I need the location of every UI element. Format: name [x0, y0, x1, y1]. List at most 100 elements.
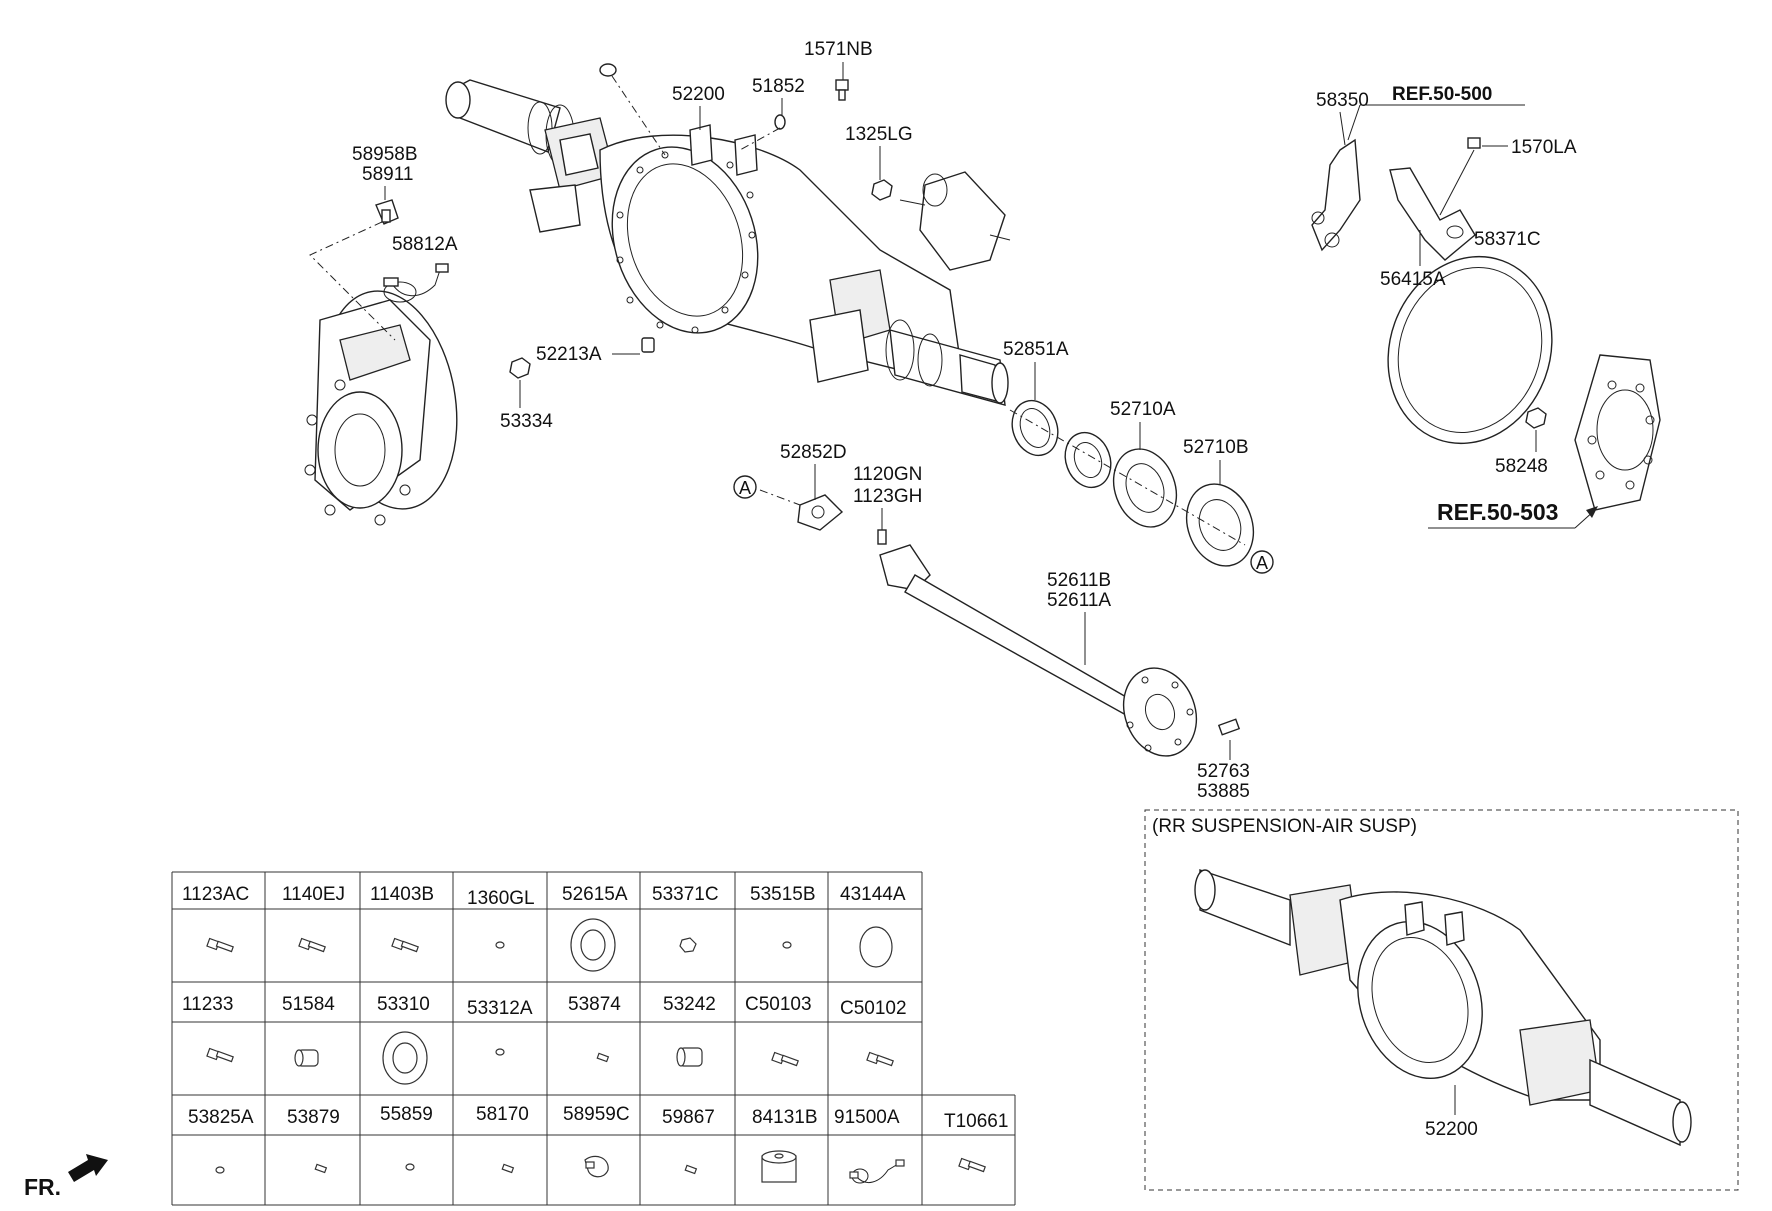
bolt-icon [206, 1047, 234, 1063]
callout-58371c: 58371C [1474, 229, 1541, 250]
callout-58911: 58911 [362, 164, 413, 185]
inset-title: (RR SUSPENSION-AIR SUSP) [1152, 816, 1417, 837]
callout-52213a: 52213A [536, 344, 602, 365]
callout-52851a: 52851A [1003, 339, 1069, 360]
marker-a-2: A [1250, 550, 1274, 574]
nut-icon [679, 937, 697, 953]
slack-adjuster [1311, 138, 1361, 252]
table-cell: 53310 [377, 994, 430, 1015]
bearing-52710b [1185, 483, 1255, 567]
hub-knuckle [1574, 354, 1661, 511]
table-cell: 53312A [467, 998, 533, 1019]
bolt-icon [298, 937, 326, 953]
table-cell: 59867 [662, 1107, 715, 1128]
ref-50-503: REF.50-503 [1437, 499, 1558, 525]
backing-plate-58371c [1387, 255, 1553, 445]
callout-52852d: 52852D [780, 442, 847, 463]
table-cell: 11403B [370, 884, 434, 905]
callout-52611a: 52611A [1047, 590, 1111, 611]
pin-icon [596, 1052, 610, 1063]
nut-icon [495, 941, 505, 949]
bearing-icon [570, 918, 616, 972]
bearing-icon [382, 1031, 428, 1085]
callout-1123gh: 1123GH [853, 486, 922, 507]
table-cell: 1360GL [467, 888, 535, 909]
brake-chamber [899, 171, 1011, 271]
vent-plug-top [599, 63, 617, 77]
seal-52851a [1011, 399, 1059, 457]
pin-icon [684, 1164, 698, 1175]
callout-52763: 52763 [1197, 761, 1250, 782]
o-ring-icon [859, 926, 893, 968]
table-cell: 91500A [834, 1107, 900, 1128]
bracket-56415a [1389, 167, 1476, 261]
callouts: 1571NB 52200 51852 1325LG 58958B 58911 5… [352, 39, 1598, 802]
callout-52611b: 52611B [1047, 570, 1111, 591]
callout-1120gn: 1120GN [853, 464, 922, 485]
table-cell: 53825A [188, 1107, 254, 1128]
bearing-52710a [1112, 448, 1178, 528]
nut-icon [405, 1163, 415, 1171]
table-cell: 11233 [182, 994, 233, 1015]
nut-icon [215, 1166, 225, 1174]
callout-58350: 58350 [1316, 90, 1369, 111]
bolt-1571nb [835, 79, 849, 101]
callout-53885: 53885 [1197, 781, 1250, 802]
callout-1571nb: 1571NB [804, 39, 873, 60]
callout-52200: 52200 [672, 84, 725, 105]
table-cell: 58959C [563, 1104, 630, 1125]
parts-table: 1123AC 1140EJ 11403B 1360GL 52615A 53371… [171, 871, 1016, 1206]
table-cell: 1123AC [182, 884, 249, 905]
table-cell: 1140EJ [282, 884, 345, 905]
pin-icon [501, 1163, 515, 1174]
axle-shaft [797, 494, 1241, 757]
table-cell: 84131B [752, 1107, 818, 1128]
bolt-icon [866, 1051, 894, 1067]
table-cell: 58170 [476, 1104, 529, 1125]
nut-icon [495, 1048, 505, 1056]
svg-text:A: A [739, 478, 751, 498]
nut-53334 [509, 357, 531, 379]
washer-51852 [774, 114, 786, 130]
bolt-icon [958, 1157, 986, 1173]
callout-51852: 51852 [752, 76, 805, 97]
inset-callout-52200: 52200 [1425, 1119, 1478, 1140]
callout-1325lg: 1325LG [845, 124, 913, 145]
front-label: FR. [24, 1174, 61, 1200]
plug-52213a [641, 337, 655, 353]
nut-icon [782, 941, 792, 949]
nut-1325lg [871, 179, 893, 201]
table-cell: 53242 [663, 994, 716, 1015]
table-cell: 53879 [287, 1107, 340, 1128]
bolt-1570la [1467, 137, 1481, 149]
nut-58248 [1525, 407, 1547, 429]
callout-52710a: 52710A [1110, 399, 1176, 420]
table-cell: 52615A [562, 884, 628, 905]
bushing-icon [676, 1047, 703, 1067]
svg-text:A: A [1256, 553, 1268, 573]
table-cell: 53874 [568, 994, 621, 1015]
table-cell: 53371C [652, 884, 719, 905]
ref-50-500: REF.50-500 [1392, 84, 1492, 105]
table-cell: C50103 [745, 994, 812, 1015]
table-cell: 55859 [380, 1104, 433, 1125]
cable-icon [849, 1159, 905, 1184]
callout-1570la: 1570LA [1511, 137, 1577, 158]
callout-52710b: 52710B [1183, 437, 1249, 458]
bolt-icon [391, 937, 419, 953]
clip-icon [584, 1155, 609, 1178]
differential-carrier [304, 290, 458, 526]
table-cell: C50102 [840, 998, 907, 1019]
bolt-icon [771, 1051, 799, 1067]
front-arrow-icon [68, 1154, 108, 1182]
axle-housing [445, 79, 1009, 406]
callout-58248: 58248 [1495, 456, 1548, 477]
bearing-inner [1064, 431, 1112, 489]
table-cell: 51584 [282, 994, 335, 1015]
front-direction-indicator: FR. [24, 1154, 108, 1200]
pin-icon [314, 1163, 328, 1174]
callout-56415a: 56415A [1380, 269, 1446, 290]
callout-58812a: 58812A [392, 234, 458, 255]
callout-53334: 53334 [500, 411, 553, 432]
table-cell: T10661 [944, 1111, 1008, 1132]
